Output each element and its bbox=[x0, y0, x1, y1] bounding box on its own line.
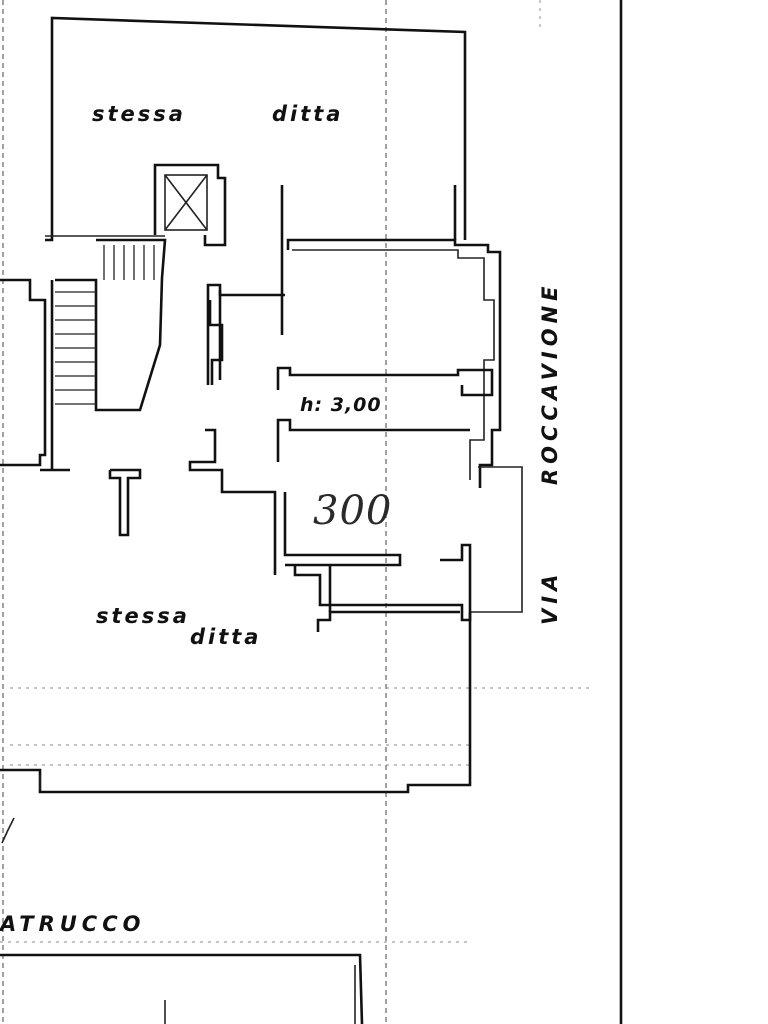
bottom-building-walls bbox=[0, 953, 364, 1024]
elevator-shaft bbox=[153, 163, 227, 247]
elevator-cross-2 bbox=[164, 174, 208, 231]
lower-room-walls bbox=[293, 543, 472, 622]
corridor-wall-lower bbox=[188, 428, 277, 575]
apartment-wall-left-upper bbox=[206, 283, 285, 385]
room-label-bottom-right: ditta bbox=[190, 625, 262, 649]
room-label-bottom-left: stessa bbox=[96, 604, 190, 628]
partition-3 bbox=[276, 418, 470, 462]
unit-number-label: 300 bbox=[313, 488, 393, 534]
balcony-outline bbox=[470, 466, 523, 613]
apartment-wall-left-notch bbox=[208, 300, 224, 385]
apartment-front-wall bbox=[286, 238, 502, 488]
partition-4 bbox=[283, 492, 402, 567]
upper-room-walls bbox=[45, 16, 467, 242]
bottom-street-label: ATRUCCO bbox=[0, 912, 146, 936]
lower-room-bottom bbox=[316, 610, 460, 632]
left-wing-walls bbox=[0, 278, 47, 467]
staircase bbox=[55, 238, 167, 412]
room-label-top-right: ditta bbox=[272, 102, 344, 126]
annotation-stroke bbox=[1, 817, 15, 844]
corridor-pillar bbox=[108, 468, 142, 537]
room-label-top-left: stessa bbox=[92, 102, 186, 126]
elevator-car bbox=[164, 174, 208, 231]
partition-2 bbox=[276, 366, 494, 397]
ceiling-height-label: h: 3,00 bbox=[300, 394, 382, 416]
street-name-label: ROCCAVIONE bbox=[538, 281, 562, 485]
apartment-front-inner bbox=[292, 249, 495, 480]
outer-perimeter bbox=[0, 612, 472, 794]
street-prefix-label: VIA bbox=[538, 569, 562, 625]
